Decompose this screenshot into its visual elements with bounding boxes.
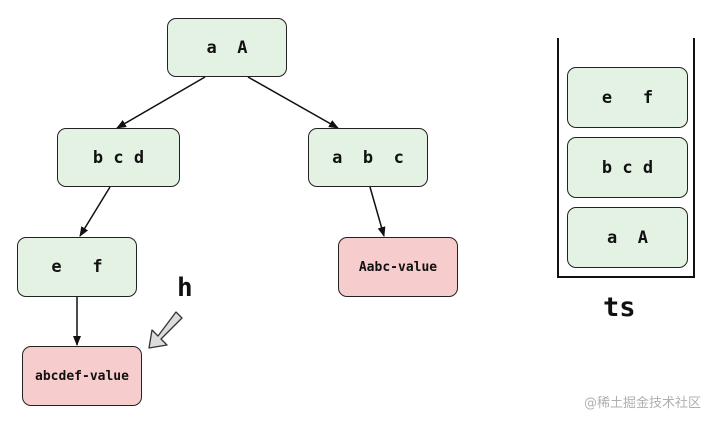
tree-node-right: a b c (308, 128, 428, 187)
pointer-label: h (177, 273, 193, 303)
stack-container (557, 38, 695, 278)
stack-item-bottom: a A (567, 207, 688, 268)
tree-node-root: a A (167, 18, 287, 77)
edge-right-leaf (369, 186, 386, 237)
tree-leaf-right: Aabc-value (338, 237, 458, 297)
edge-root-right (247, 76, 339, 129)
watermark: @稀土掘金技术社区 (583, 396, 701, 411)
pointer-arrow-icon (148, 311, 183, 349)
edge-left-leftleft (79, 186, 111, 237)
stack-item-top: e f (567, 67, 688, 128)
tree-node-left: b c d (57, 128, 180, 187)
stack-label: ts (603, 292, 636, 323)
tree-node-left-left: e f (17, 237, 137, 297)
tree-leaf-left: abcdef-value (22, 346, 142, 406)
edge-root-left (116, 76, 206, 129)
stack-item-middle: b c d (567, 137, 688, 198)
